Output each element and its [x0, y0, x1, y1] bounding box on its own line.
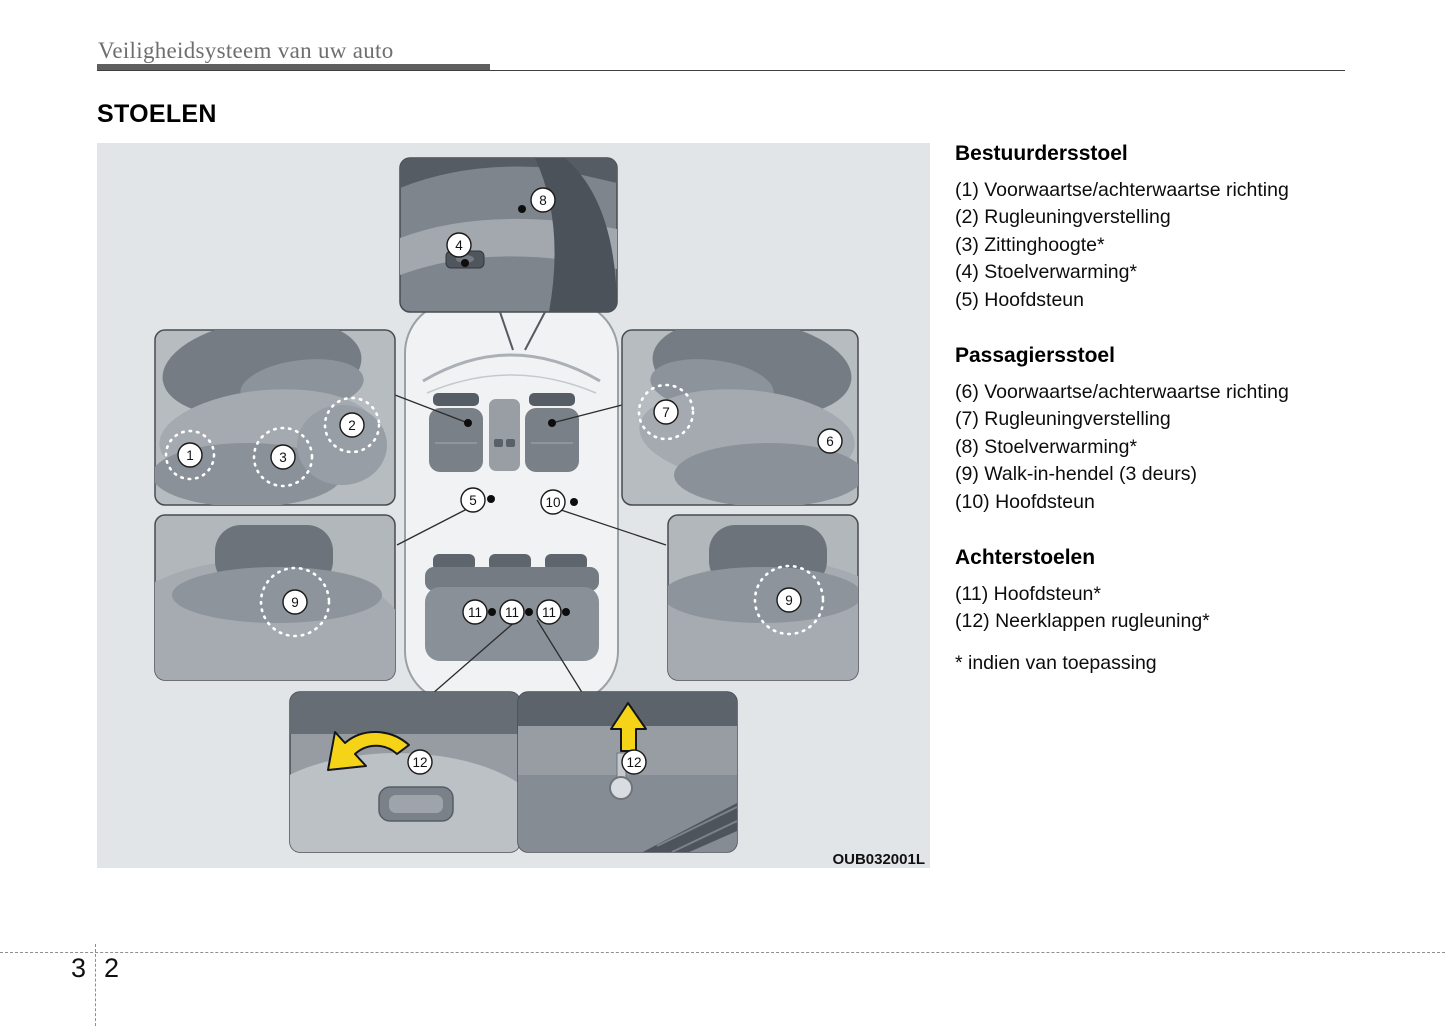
callout-7: 7 [653, 399, 679, 425]
page-title: STOELEN [97, 100, 217, 128]
list-item: (7) Rugleuningverstelling [955, 408, 1171, 431]
svg-text:10: 10 [545, 495, 560, 510]
callout-8: 8 [530, 187, 556, 213]
callout-9-right: 9 [776, 587, 802, 613]
svg-text:3: 3 [279, 450, 287, 465]
list-item: (12) Neerklappen rugleuning* [955, 610, 1210, 633]
svg-text:6: 6 [826, 434, 834, 449]
svg-text:11: 11 [542, 605, 556, 620]
inset-heater-switch [399, 157, 618, 351]
list-item: (4) Stoelverwarming* [955, 261, 1138, 284]
svg-text:5: 5 [469, 493, 477, 508]
svg-text:4: 4 [455, 238, 463, 253]
inset-headrest-right [667, 514, 859, 681]
section-passenger-seat: Passagiersstoel (6) Voorwaartse/achterwa… [955, 344, 1385, 516]
callout-5: 5 [460, 487, 486, 513]
footer-vertical-dashed-line [95, 944, 96, 1026]
svg-text:11: 11 [505, 605, 519, 620]
svg-text:9: 9 [785, 593, 793, 608]
callout-11-a: 11 [462, 599, 488, 625]
svg-text:8: 8 [539, 193, 547, 208]
inset-headrest-pull [517, 691, 738, 853]
list-item: (10) Hoofdsteun [955, 490, 1095, 513]
callout-10: 10 [540, 489, 566, 515]
anchor-dots [461, 205, 578, 616]
chapter-number: 3 [71, 953, 87, 983]
fold-arrow-icon [327, 731, 410, 771]
section-heading-driver: Bestuurdersstoel [955, 142, 1128, 165]
callout-6: 6 [817, 428, 843, 454]
header-rule-thick [97, 64, 490, 71]
rear-seats-list: (11) Hoofdsteun* (12) Neerklappen rugleu… [955, 581, 1385, 636]
inset-driver-seat [154, 329, 396, 506]
car-top-view [404, 300, 619, 704]
svg-text:12: 12 [626, 755, 641, 770]
callout-11-b: 11 [499, 599, 525, 625]
svg-text:12: 12 [412, 755, 427, 770]
section-heading-rear: Achterstoelen [955, 546, 1096, 570]
inset-fold-lever [289, 691, 521, 853]
list-item: (11) Hoofdsteun* [955, 583, 1101, 606]
list-item: (6) Voorwaartse/achterwaartse richting [955, 381, 1289, 404]
callout-4: 4 [446, 232, 472, 258]
list-item: (8) Stoelverwarming* [955, 435, 1138, 458]
seats-diagram: 8 4 1 3 2 7 6 5 10 9 9 11 11 11 12 12 OU… [97, 143, 930, 868]
callout-markers: 8 4 1 3 2 7 6 5 10 9 9 11 11 11 12 12 [177, 187, 843, 775]
info-column: Bestuurdersstoel (1) Voorwaartse/achterw… [955, 142, 1385, 675]
list-item: (1) Voorwaartse/achterwaartse richting [955, 179, 1289, 201]
driver-seat-list: (1) Voorwaartse/achterwaartse richting (… [955, 177, 1385, 314]
section-driver-seat: Bestuurdersstoel (1) Voorwaartse/achterw… [955, 142, 1385, 314]
page-number: 2 [104, 953, 120, 983]
list-item: (9) Walk-in-hendel (3 deurs) [955, 463, 1198, 486]
seats-diagram-svg: 8 4 1 3 2 7 6 5 10 9 9 11 11 11 12 12 OU… [154, 157, 925, 868]
footnote: * indien van toepassing [955, 651, 1157, 674]
svg-text:1: 1 [186, 448, 194, 463]
list-item: (2) Rugleuningverstelling [955, 206, 1171, 229]
list-item: (3) Zittinghoogte* [955, 233, 1105, 256]
section-rear-seats: Achterstoelen (11) Hoofdsteun* (12) Neer… [955, 546, 1385, 636]
callout-2: 2 [339, 412, 365, 438]
figure-code: OUB032001L [832, 851, 925, 868]
inset-pointer [499, 311, 546, 351]
callout-11-c: 11 [536, 599, 562, 625]
header-rule-thin [97, 70, 1345, 71]
dashed-highlights [164, 383, 825, 638]
svg-text:11: 11 [468, 605, 482, 620]
passenger-seat-list: (6) Voorwaartse/achterwaartse richting (… [955, 379, 1385, 516]
center-console [489, 399, 520, 471]
callout-9-left: 9 [282, 589, 308, 615]
page-header: Veiligheidsysteem van uw auto [98, 38, 394, 63]
svg-text:9: 9 [291, 595, 299, 610]
front-seats [429, 393, 579, 472]
callout-3: 3 [270, 444, 296, 470]
footer-dashed-line [0, 952, 1445, 953]
callout-12-right: 12 [621, 749, 647, 775]
callout-1: 1 [177, 442, 203, 468]
section-heading-passenger: Passagiersstoel [955, 344, 1115, 368]
inset-headrest-left [154, 514, 396, 681]
callout-12-left: 12 [407, 749, 433, 775]
list-item: (5) Hoofdsteun [955, 288, 1084, 311]
svg-text:7: 7 [662, 405, 670, 420]
svg-text:2: 2 [348, 418, 356, 433]
